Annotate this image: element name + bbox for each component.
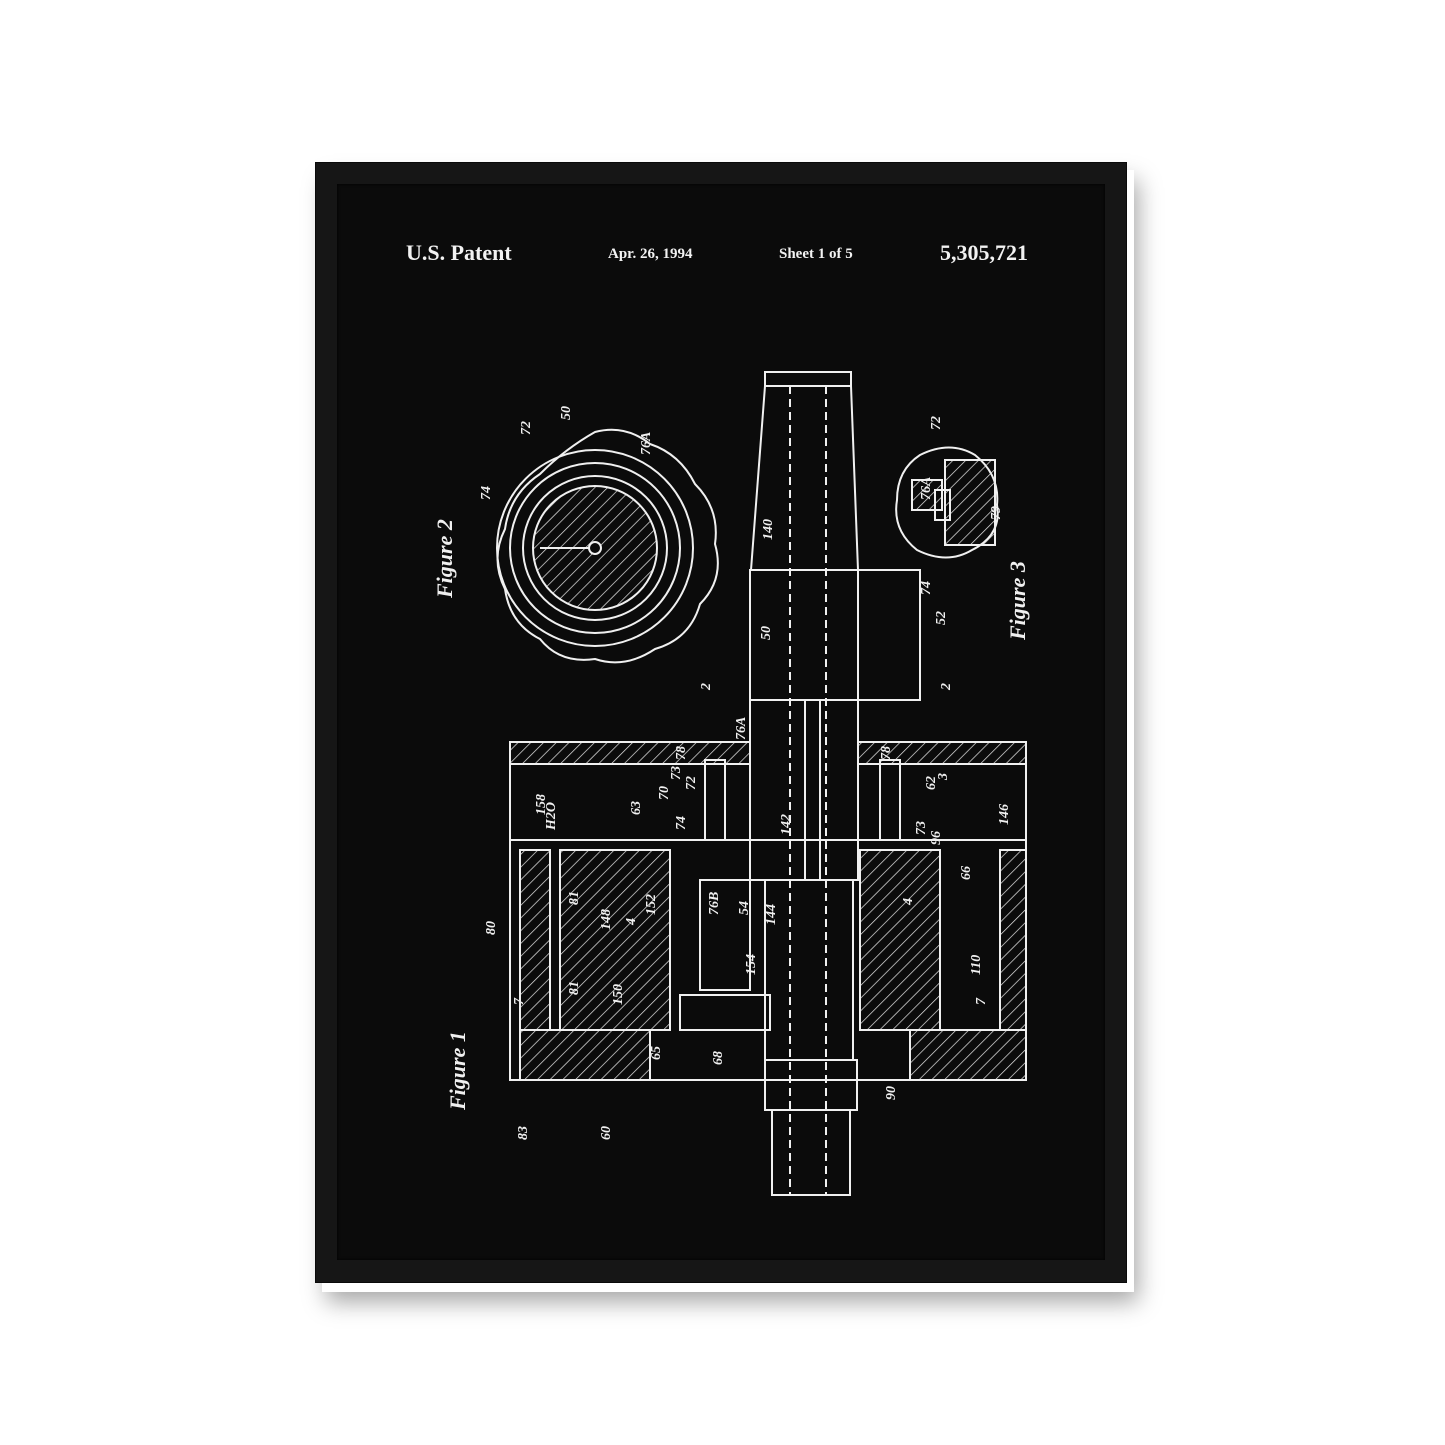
part-label: 63 xyxy=(629,801,644,815)
part-label: 76B xyxy=(707,892,722,915)
figure-label: Figure 3 xyxy=(1005,561,1030,641)
part-label: 74 xyxy=(919,581,934,595)
part-label: 90 xyxy=(884,1086,899,1100)
part-label: 81 xyxy=(567,891,582,905)
part-label: 7 xyxy=(974,997,989,1005)
part-label: 142 xyxy=(779,814,794,835)
part-label: 68 xyxy=(711,1051,726,1065)
housing-drawing xyxy=(509,741,1027,1081)
part-label: 73 xyxy=(669,766,684,780)
part-label: 78 xyxy=(674,746,689,760)
part-label: 54 xyxy=(737,901,752,915)
part-label: 152 xyxy=(644,894,659,915)
patent-title: U.S. Patent xyxy=(406,240,512,265)
part-label: 150 xyxy=(611,984,626,1005)
part-label: 52 xyxy=(934,611,949,625)
part-label: 79 xyxy=(989,506,1004,520)
part-label: 74 xyxy=(674,816,689,830)
part-label: 50 xyxy=(559,406,574,420)
part-label: 50 xyxy=(759,626,774,640)
part-label: 70 xyxy=(657,786,672,800)
part-label: 154 xyxy=(744,954,759,975)
part-label: 140 xyxy=(761,519,776,540)
part-label: 2 xyxy=(699,683,714,691)
part-label: 146 xyxy=(997,804,1012,825)
part-label: 78 xyxy=(879,746,894,760)
part-label: 66 xyxy=(959,866,974,880)
part-label: 74 xyxy=(479,486,494,500)
part-label: 96 xyxy=(929,831,944,845)
part-label: 76A xyxy=(919,477,934,500)
part-label: 76A xyxy=(639,432,654,455)
patent-number: 5,305,721 xyxy=(940,240,1028,265)
figure-3-drawing xyxy=(895,446,999,559)
part-label: 72 xyxy=(519,421,534,435)
part-label: 72 xyxy=(929,416,944,430)
part-label: 4 xyxy=(624,918,639,926)
part-label: 72 xyxy=(684,776,699,790)
part-label: 110 xyxy=(969,955,984,975)
part-label: 2 xyxy=(939,683,954,691)
shaft-drawing xyxy=(749,371,921,1196)
part-label: 144 xyxy=(764,904,779,925)
part-label: 148 xyxy=(599,909,614,930)
figure-label: Figure 2 xyxy=(432,519,457,599)
patent-date: Apr. 26, 1994 xyxy=(608,246,693,262)
part-label: 4 xyxy=(901,898,916,906)
part-label: 7 xyxy=(512,997,527,1005)
part-label: 62 xyxy=(924,776,939,790)
part-label: 158 xyxy=(534,794,549,815)
part-label: H2O xyxy=(544,802,559,831)
part-label: 76A xyxy=(734,717,749,740)
part-label: 73 xyxy=(914,821,929,835)
sheet-indicator: Sheet 1 of 5 xyxy=(779,246,853,262)
part-label: 80 xyxy=(484,921,499,935)
part-label: 65 xyxy=(649,1046,664,1060)
part-label: 81 xyxy=(567,981,582,995)
part-label: 60 xyxy=(599,1126,614,1140)
part-label: 3 xyxy=(936,773,951,781)
part-label: 83 xyxy=(516,1126,531,1140)
figure-label: Figure 1 xyxy=(445,1031,470,1111)
figure-2-drawing xyxy=(496,428,719,664)
